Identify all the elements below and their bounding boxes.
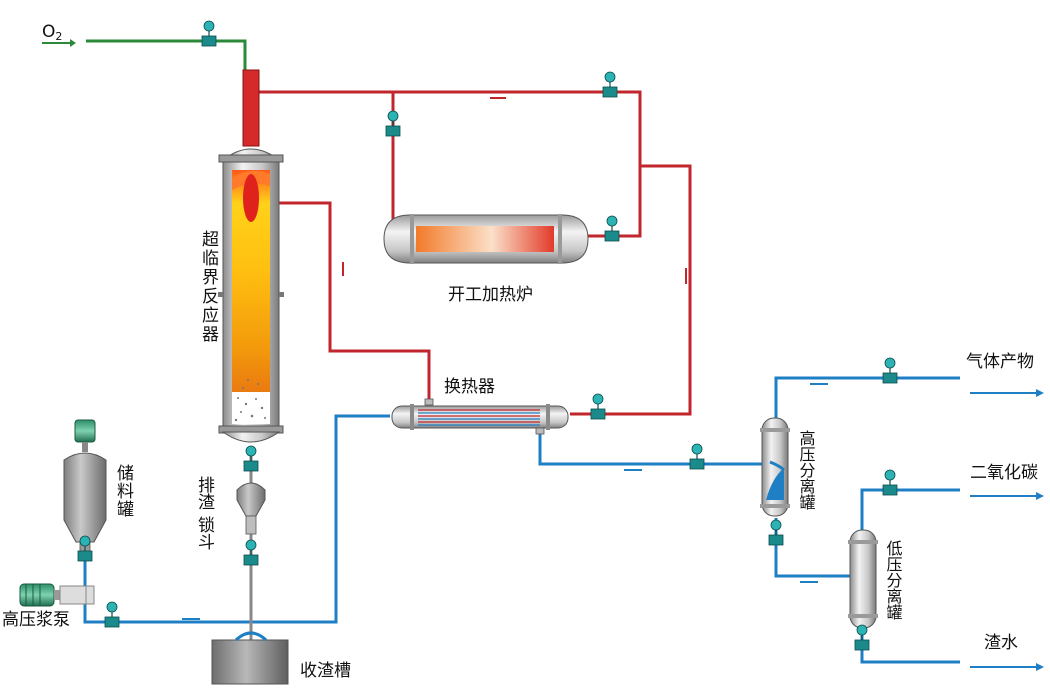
- valve-to-hp-separator: [689, 443, 705, 470]
- slag-lock-label-col1: 排渣: [194, 476, 215, 510]
- heater-label: 开工加热炉: [448, 285, 533, 305]
- slag-tank-label: 收渣槽: [300, 661, 351, 681]
- hp-separator: [760, 417, 790, 517]
- valve-hp-bottom: [768, 519, 784, 546]
- storage-tank: [63, 419, 107, 553]
- output-gas-label: 气体产物: [966, 352, 1034, 372]
- valve-reactor-bottom: [243, 445, 259, 472]
- valve-slag-lock-bottom: [243, 539, 259, 566]
- supercritical-reactor: [218, 148, 284, 443]
- output-arrows: [970, 389, 1044, 671]
- pump-label: 高压浆泵: [2, 610, 70, 630]
- valve-heater-bypass: [385, 110, 401, 137]
- lp-separator-label: 低压分离罐: [884, 540, 903, 620]
- valve-gas: [882, 357, 898, 384]
- valve-slag-water: [854, 624, 870, 651]
- valve-pump-out: [104, 601, 120, 628]
- oxygen-label: O2: [42, 22, 62, 43]
- valve-oxygen: [201, 20, 217, 47]
- startup-heater: [383, 214, 589, 264]
- hot-flow-markers: [342, 97, 687, 284]
- heat-exchanger-label: 换热器: [444, 377, 495, 397]
- slurry-pump: [19, 583, 95, 607]
- valve-exchanger-out: [590, 393, 606, 420]
- oxygen-arrow: [42, 39, 76, 47]
- heat-exchanger: [391, 398, 569, 435]
- slag-lock-label-col2: 锁斗: [194, 516, 215, 550]
- reactor-top-tube: [242, 69, 260, 147]
- hp-separator-label: 高压分离罐: [797, 430, 816, 510]
- cold-flow-markers: [182, 383, 828, 620]
- valve-co2: [882, 469, 898, 496]
- output-slag-water-label: 渣水: [984, 633, 1018, 653]
- lp-separator: [848, 529, 878, 629]
- valve-heater-out: [604, 215, 620, 242]
- storage-tank-label: 储料罐: [113, 464, 134, 518]
- valve-heater-top: [602, 71, 618, 98]
- reactor-label: 超临界反应器: [198, 230, 219, 344]
- output-co2-label: 二氧化碳: [970, 463, 1038, 483]
- oxygen-pipe: [86, 39, 247, 70]
- slag-collection-tank: [211, 631, 289, 685]
